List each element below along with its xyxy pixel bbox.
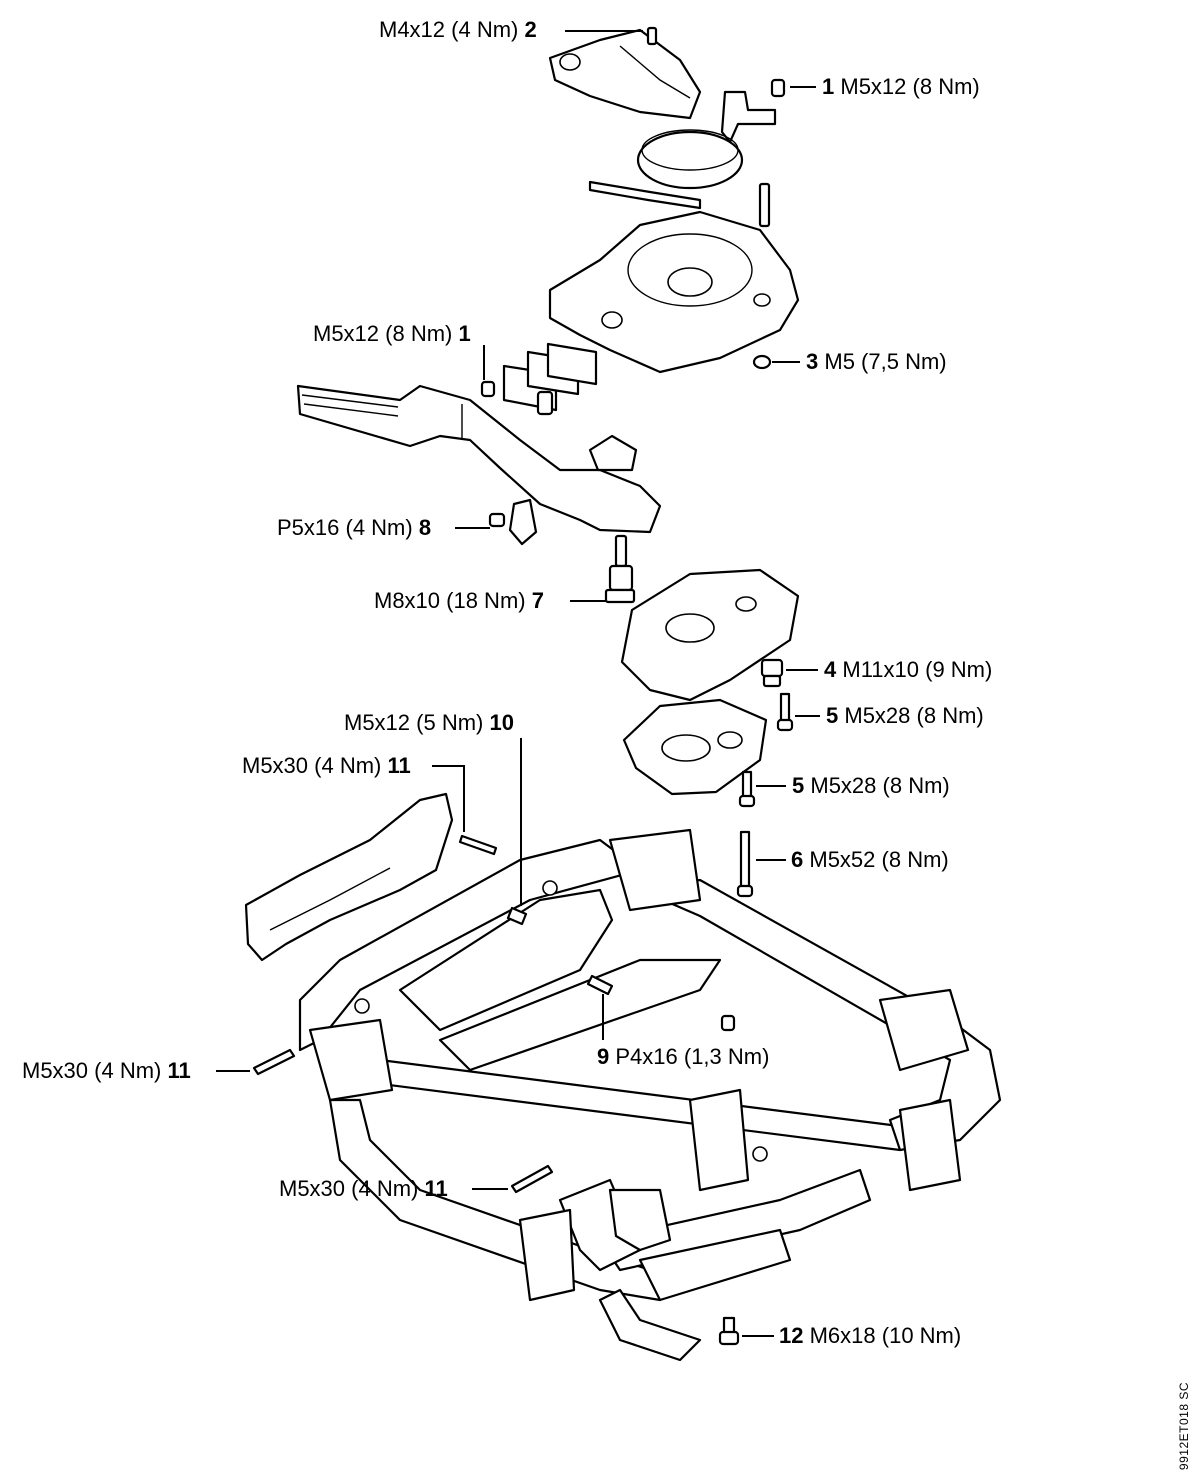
callout-spec: M5x28 (8 Nm) <box>844 703 984 728</box>
callout-number: 11 <box>387 753 411 778</box>
callout-number: 11 <box>424 1176 448 1201</box>
top-cover-plate <box>548 28 702 120</box>
callout-number: 3 <box>806 349 819 374</box>
callout-spec: M6x18 (10 Nm) <box>809 1323 962 1348</box>
callout-7: M8x10 (18 Nm) 7 <box>374 588 544 614</box>
bottom-screw <box>718 1316 740 1346</box>
leader-lines <box>216 30 820 1337</box>
callout-number: 10 <box>489 710 514 735</box>
stud-pin <box>758 182 771 228</box>
callout-spec: M5x30 (4 Nm) <box>242 753 382 778</box>
callout-10: M5x12 (5 Nm) 10 <box>344 710 514 736</box>
callout-spec: M5 (7,5 Nm) <box>824 349 947 374</box>
shaft-clamp <box>508 498 538 546</box>
callout-number: 12 <box>779 1323 804 1348</box>
callout-number: 9 <box>597 1044 610 1069</box>
callout-spec: M5x30 (4 Nm) <box>22 1058 162 1083</box>
callout-11-upper: M5x30 (4 Nm) 11 <box>242 753 411 779</box>
callout-number: 1 <box>458 321 471 346</box>
callout-number: 8 <box>418 515 432 540</box>
callout-1-upper: 1 M5x12 (8 Nm) <box>822 74 980 100</box>
band-clamp <box>588 129 744 210</box>
callout-number: 1 <box>822 74 835 99</box>
callout-spec: M5x12 (8 Nm) <box>840 74 980 99</box>
small-screws-top <box>480 26 786 528</box>
pivot-bolt <box>604 534 636 604</box>
callout-4: 4 M11x10 (9 Nm) <box>824 657 992 683</box>
callout-11-lower: M5x30 (4 Nm) 11 <box>279 1176 448 1202</box>
drawing-reference-code: 9912ET018 SC <box>1177 1382 1191 1470</box>
callout-9: 9 P4x16 (1,3 Nm) <box>597 1044 769 1070</box>
handlebar-frame <box>298 828 1002 1362</box>
callout-5-lower: 5 M5x28 (8 Nm) <box>792 773 950 799</box>
screws-5-and-6 <box>736 692 794 898</box>
callout-spec: M5x52 (8 Nm) <box>809 847 949 872</box>
callout-spec: M5x12 (5 Nm) <box>344 710 484 735</box>
plug-screw <box>760 658 784 688</box>
callout-number: 4 <box>824 657 837 682</box>
callout-spec: M8x10 (18 Nm) <box>374 588 526 613</box>
callout-8: P5x16 (4 Nm) 8 <box>277 515 431 541</box>
callout-number: 5 <box>826 703 839 728</box>
callout-12: 12 M6x18 (10 Nm) <box>779 1323 961 1349</box>
mounting-bracket <box>720 90 777 144</box>
callout-spec: P5x16 (4 Nm) <box>277 515 413 540</box>
callout-5-upper: 5 M5x28 (8 Nm) <box>826 703 984 729</box>
callout-number: 2 <box>524 17 537 42</box>
callout-spec: M4x12 (4 Nm) <box>379 17 519 42</box>
callout-spec: M11x10 (9 Nm) <box>842 657 993 682</box>
callout-1-lower: M5x12 (8 Nm) 1 <box>313 321 471 347</box>
drive-shaft-tube <box>296 384 662 534</box>
callout-spec: M5x12 (8 Nm) <box>313 321 453 346</box>
callout-spec: P4x16 (1,3 Nm) <box>615 1044 770 1069</box>
lower-gear-housing <box>620 568 800 702</box>
loose-screws <box>252 834 736 1194</box>
exploded-assembly-drawing <box>216 26 1002 1362</box>
callout-number: 11 <box>167 1058 191 1083</box>
callout-number: 6 <box>791 847 804 872</box>
callout-number: 7 <box>531 588 544 613</box>
callout-spec: M5x28 (8 Nm) <box>810 773 950 798</box>
callout-spec: M5x30 (4 Nm) <box>279 1176 419 1201</box>
callout-number: 5 <box>792 773 805 798</box>
bearing-flange <box>622 698 768 796</box>
callout-6: 6 M5x52 (8 Nm) <box>791 847 949 873</box>
upper-gear-housing <box>548 210 800 374</box>
loop-handle <box>244 792 454 962</box>
callout-11-middle: M5x30 (4 Nm) 11 <box>22 1058 191 1084</box>
callout-3: 3 M5 (7,5 Nm) <box>806 349 947 375</box>
callout-2: M4x12 (4 Nm) 2 <box>379 17 537 43</box>
shim-plates <box>502 342 598 416</box>
